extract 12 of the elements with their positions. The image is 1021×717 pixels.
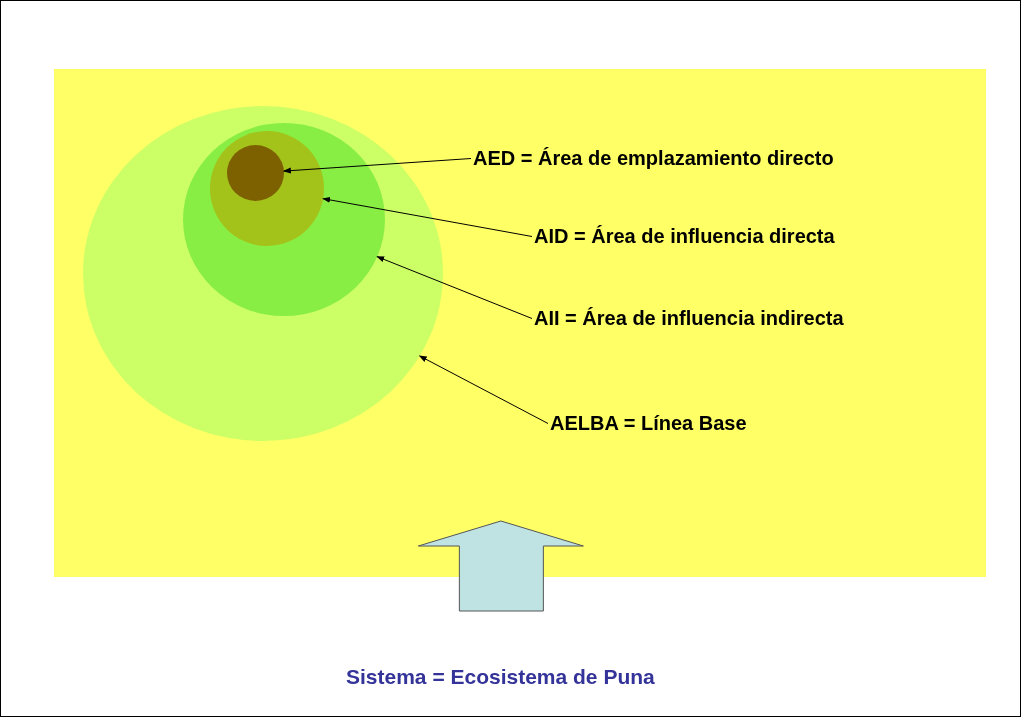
- leader-line: [322, 196, 533, 237]
- block-arrow: [417, 520, 584, 612]
- leader-line: [376, 256, 533, 319]
- leader-line: [282, 158, 472, 174]
- core-circle: [227, 145, 284, 201]
- callout-label: AII = Área de influencia indirecta: [534, 307, 844, 330]
- leader-line: [418, 355, 549, 424]
- callout-label: AID = Área de influencia directa: [534, 225, 835, 248]
- callout-label: AELBA = Línea Base: [550, 412, 747, 435]
- caption-text: Sistema = Ecosistema de Puna: [346, 665, 655, 689]
- background-area: [54, 69, 986, 577]
- callout-label: AED = Área de emplazamiento directo: [473, 147, 834, 170]
